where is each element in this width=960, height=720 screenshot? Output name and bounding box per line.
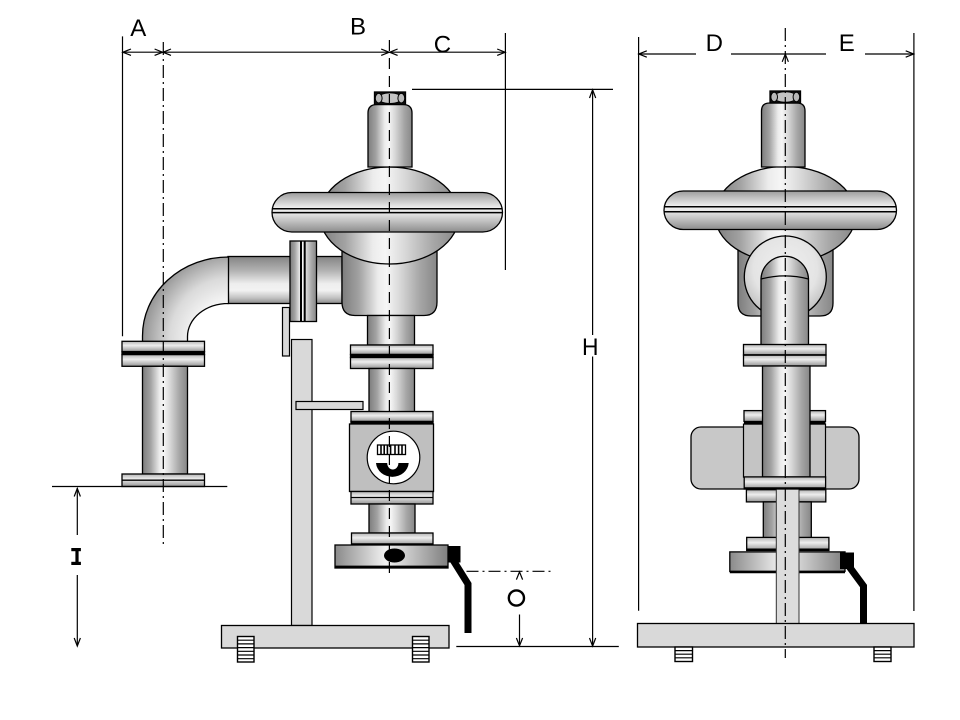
svg-text:B: B: [350, 14, 366, 41]
svg-text:A: A: [130, 15, 146, 42]
svg-text:D: D: [706, 30, 723, 57]
svg-text:E: E: [839, 30, 855, 57]
svg-text:H: H: [582, 334, 599, 361]
svg-text:C: C: [434, 32, 451, 59]
